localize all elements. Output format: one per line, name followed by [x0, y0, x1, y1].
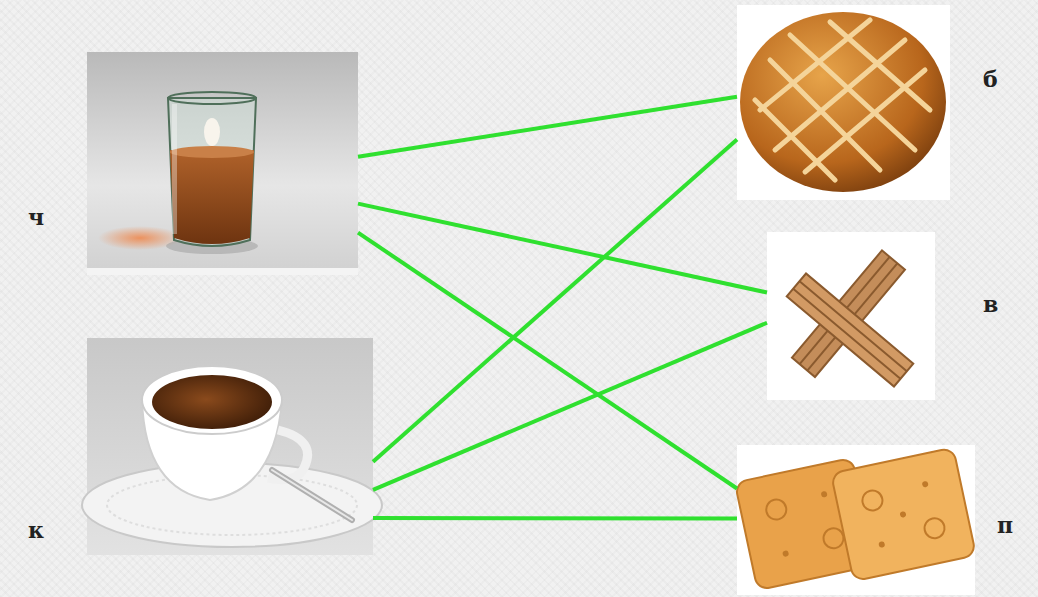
picture-node: б [737, 5, 1007, 200]
picture-letter: б [983, 67, 998, 91]
picture-letter: ч [28, 205, 44, 229]
picture-letter: в [983, 292, 998, 316]
picture-node: п [737, 445, 1027, 595]
bread-loaf [737, 5, 950, 200]
match-line [358, 204, 767, 293]
picture-node: к [20, 338, 373, 555]
picture-node: ч [20, 52, 358, 275]
match-line [373, 323, 767, 490]
cookies [735, 445, 976, 595]
picture-node: в [767, 232, 1007, 400]
match-line [373, 516, 737, 520]
picture-letter: к [28, 518, 44, 542]
coffee-cup [82, 338, 382, 555]
picture-letter: п [997, 513, 1013, 537]
tea-glass [87, 52, 358, 275]
wafers [767, 232, 935, 400]
match-line [358, 97, 737, 157]
